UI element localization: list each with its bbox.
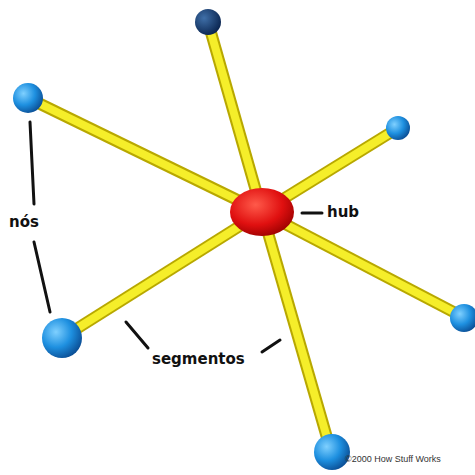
segment-rods-highlight — [28, 22, 465, 455]
part-label: nós — [9, 214, 39, 231]
copyright-note: ©2000 How Stuff Works — [345, 455, 441, 465]
node-sphere — [195, 9, 221, 35]
node-sphere — [13, 83, 43, 113]
hub-sphere — [230, 188, 294, 236]
node-sphere — [386, 116, 410, 140]
part-label: hub — [327, 204, 359, 221]
node-sphere — [314, 434, 350, 470]
node-sphere — [450, 304, 475, 332]
leader-lines — [30, 122, 322, 352]
segment-rods — [28, 22, 465, 455]
part-label: segmentos — [152, 351, 245, 368]
node-sphere — [42, 318, 82, 358]
